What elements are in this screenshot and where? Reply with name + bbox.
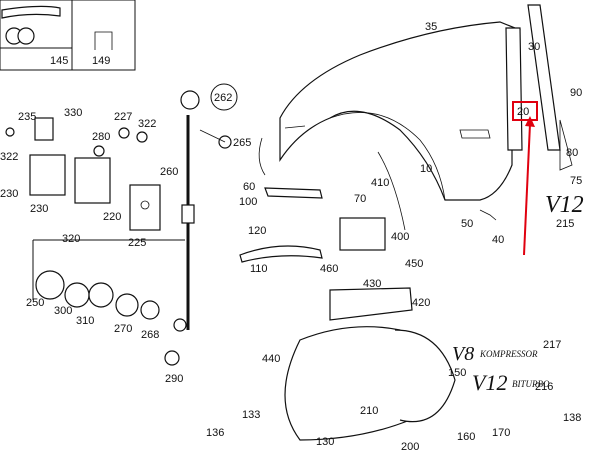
callout-130: 130 <box>316 436 334 448</box>
callout-210: 210 <box>360 405 378 417</box>
callout-400: 400 <box>391 231 409 243</box>
callout-50: 50 <box>461 218 473 230</box>
callout-230b: 230 <box>30 203 48 215</box>
callout-220: 220 <box>103 211 121 223</box>
callout-120: 120 <box>248 225 266 237</box>
callout-440: 440 <box>262 353 280 365</box>
callout-430: 430 <box>363 278 381 290</box>
callout-300: 300 <box>54 305 72 317</box>
badge-v8: V8 <box>452 343 474 365</box>
badge-v8-sub: KOMPRESSOR <box>479 349 538 359</box>
callout-250: 250 <box>26 297 44 309</box>
callout-60: 60 <box>243 181 255 193</box>
callout-75: 75 <box>570 175 582 187</box>
callout-10: 10 <box>420 163 432 175</box>
badge-v12-side: V12 <box>545 192 584 218</box>
callout-320: 320 <box>62 233 80 245</box>
callout-80: 80 <box>566 147 578 159</box>
fender <box>279 21 521 201</box>
callout-110: 110 <box>250 263 268 275</box>
callout-262: 262 <box>214 92 232 104</box>
highlight-box <box>512 101 538 121</box>
callout-30: 30 <box>528 41 540 53</box>
callout-420: 420 <box>412 297 430 309</box>
callout-322a: 322 <box>138 118 156 130</box>
callout-230a: 230 <box>0 188 18 200</box>
callout-235: 235 <box>18 111 36 123</box>
badge-v12-sub: BITURBO <box>512 379 550 389</box>
callout-70: 70 <box>354 193 366 205</box>
inset-right-label: 149 <box>92 55 110 67</box>
highlight-arrowhead <box>525 116 535 127</box>
callout-270: 270 <box>114 323 132 335</box>
inset-panel: 145 149 <box>0 0 136 71</box>
callout-290: 290 <box>165 373 183 385</box>
left-brackets <box>5 117 161 231</box>
central-parts <box>239 187 497 441</box>
callout-100: 100 <box>239 196 257 208</box>
callout-322b: 322 <box>0 151 18 163</box>
callout-170: 170 <box>492 427 510 439</box>
callout-136: 136 <box>206 427 224 439</box>
badge-v12: V12 <box>472 370 507 395</box>
callout-265: 265 <box>233 137 251 149</box>
callout-160: 160 <box>457 431 475 443</box>
callout-150: 150 <box>448 367 466 379</box>
highlight-arrow <box>523 123 531 256</box>
callout-90: 90 <box>570 87 582 99</box>
callout-460: 460 <box>320 263 338 275</box>
callout-215: 215 <box>556 218 574 230</box>
callout-310: 310 <box>76 315 94 327</box>
callout-268: 268 <box>141 329 159 341</box>
callout-40: 40 <box>492 234 504 246</box>
callout-35: 35 <box>425 21 437 33</box>
callout-410: 410 <box>371 177 389 189</box>
callout-450: 450 <box>405 258 423 270</box>
callout-280: 280 <box>92 131 110 143</box>
callout-217: 217 <box>543 339 561 351</box>
callout-216: 216 <box>535 381 553 393</box>
bushings <box>32 239 185 320</box>
callout-227: 227 <box>114 111 132 123</box>
assembly-arrows <box>258 137 406 231</box>
callout-330: 330 <box>64 107 82 119</box>
hood-rod <box>164 90 232 366</box>
inset-left-label: 145 <box>50 55 68 67</box>
callout-200: 200 <box>401 441 419 453</box>
callout-138: 138 <box>563 412 581 424</box>
callout-225: 225 <box>128 237 146 249</box>
side-strip <box>505 4 573 171</box>
callout-circle-262 <box>210 83 238 111</box>
callout-20: 20 <box>517 106 529 118</box>
callout-133: 133 <box>242 409 260 421</box>
callout-260: 260 <box>160 166 178 178</box>
